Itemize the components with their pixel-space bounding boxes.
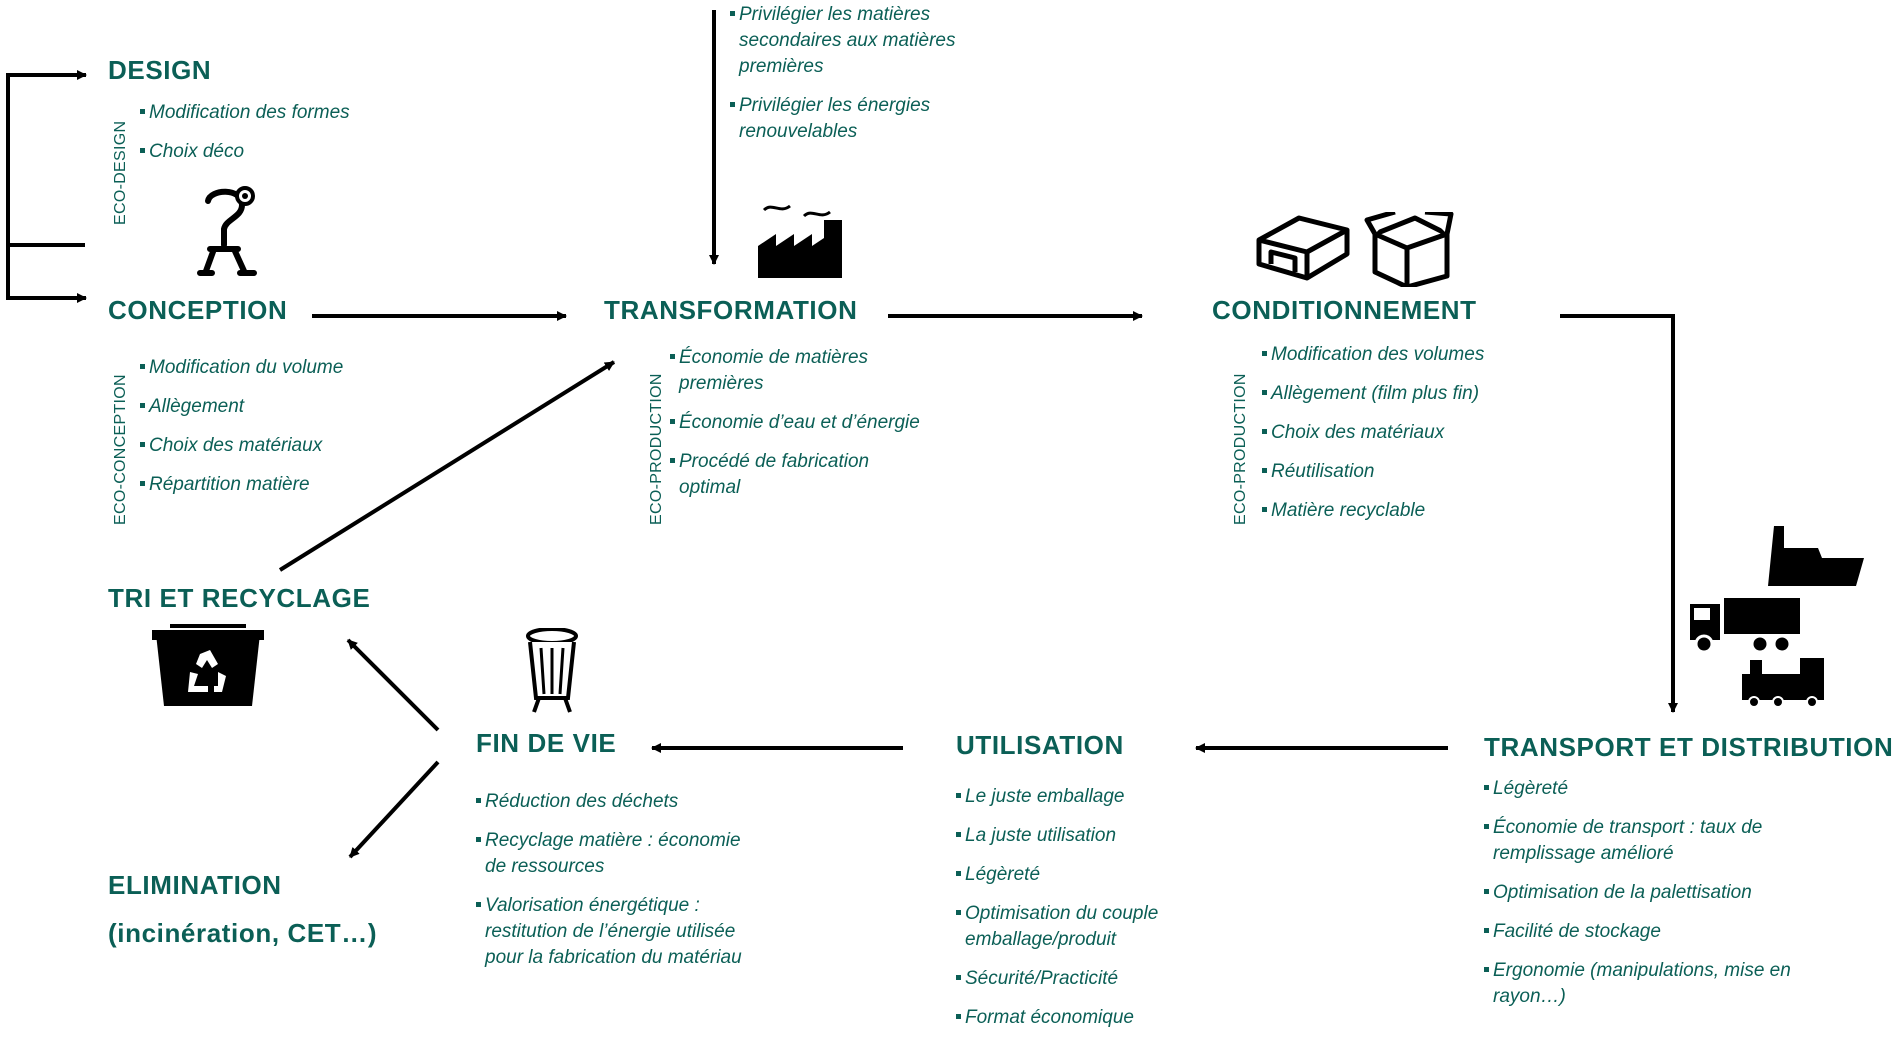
list-item: Légèreté [1484, 776, 1854, 802]
conditionnement-items: Modification des volumes Allègement (fil… [1262, 342, 1562, 537]
list-item: Procédé de fabrication optimal [670, 449, 920, 501]
stage-title-design: DESIGN [108, 55, 212, 85]
fin-de-vie-items: Réduction des déchets Recyclage matière … [476, 789, 766, 984]
lifecycle-diagram: DESIGN ECO-DESIGN Modification des forme… [0, 0, 1903, 1023]
list-item: Modification des volumes [1262, 342, 1562, 368]
list-item: Économie d’eau et d’énergie [670, 410, 920, 436]
recycling-bin-icon [152, 624, 264, 706]
arrow-loop-to-design [6, 70, 87, 247]
list-item: Ergonomie (manipulations, mise en rayon…… [1484, 958, 1854, 1010]
stage-title-conditionnement: CONDITIONNEMENT [1212, 295, 1477, 325]
boxes-icon [1256, 212, 1454, 287]
list-item: Sécurité/Practicité [956, 966, 1236, 992]
elimination-subtitle: (incinération, CET…) [108, 918, 378, 948]
list-item: Allègement [140, 394, 430, 420]
list-item: Format économique [956, 1005, 1236, 1031]
stage-title-fin-de-vie: FIN DE VIE [476, 728, 617, 758]
list-item: Légèreté [956, 862, 1236, 888]
list-item: Recyclage matière : économie de ressourc… [476, 828, 766, 880]
list-item: Privilégier les matières secondaires aux… [730, 2, 990, 80]
list-item: Modification des formes [140, 100, 420, 126]
stage-title-transport: TRANSPORT ET DISTRIBUTION [1484, 732, 1894, 762]
list-item: Allègement (film plus fin) [1262, 381, 1562, 407]
arrow-tri-to-transformation [278, 360, 616, 572]
list-item: La juste utilisation [956, 823, 1236, 849]
list-item: Modification du volume [140, 355, 430, 381]
design-items: Modification des formes Choix déco [140, 100, 420, 178]
list-item: Choix déco [140, 139, 420, 165]
list-item: Le juste emballage [956, 784, 1236, 810]
vlabel-eco-production-1: ECO-PRODUCTION [648, 373, 665, 525]
vlabel-eco-design: ECO-DESIGN [112, 120, 129, 225]
vlabel-eco-production-2: ECO-PRODUCTION [1232, 373, 1249, 525]
transformation-items: Économie de matières premières Économie … [670, 345, 920, 514]
stage-title-conception: CONCEPTION [108, 295, 288, 325]
flow-arrows [6, 10, 1678, 859]
transformation-inputs: Privilégier les matières secondaires aux… [730, 2, 990, 158]
list-item: Choix des matériaux [140, 433, 430, 459]
arrow-loop-to-conception [6, 245, 87, 303]
list-item: Privilégier les énergies renouvelables [730, 93, 990, 145]
utilisation-items: Le juste emballage La juste utilisation … [956, 784, 1236, 1044]
stage-title-transformation: TRANSFORMATION [604, 295, 858, 325]
stage-title-utilisation: UTILISATION [956, 730, 1124, 760]
vlabel-eco-conception: ECO-CONCEPTION [112, 374, 129, 525]
stage-title-tri: TRI ET RECYCLAGE [108, 583, 371, 613]
list-item: Réduction des déchets [476, 789, 766, 815]
trash-can-icon [526, 628, 578, 713]
list-item: Réutilisation [1262, 459, 1562, 485]
transport-items: Légèreté Économie de transport : taux de… [1484, 776, 1854, 1023]
list-item: Répartition matière [140, 472, 430, 498]
list-item: Choix des matériaux [1262, 420, 1562, 446]
list-item: Facilité de stockage [1484, 919, 1854, 945]
arrow-fin-de-vie-to-tri [346, 638, 440, 732]
list-item: Économie de transport : taux de rempliss… [1484, 815, 1854, 867]
list-item: Valorisation énergétique : restitution d… [476, 893, 766, 971]
conception-items: Modification du volume Allègement Choix … [140, 355, 430, 511]
list-item: Matière recyclable [1262, 498, 1562, 524]
factory-icon [758, 204, 842, 278]
arrow-conditionnement-to-transport [1560, 314, 1678, 713]
stage-title-elimination: ELIMINATION [108, 870, 282, 900]
thinking-figure-icon [197, 186, 257, 276]
transport-vehicles-icon [1690, 526, 1864, 707]
list-item: Économie de matières premières [670, 345, 920, 397]
list-item: Optimisation de la palettisation [1484, 880, 1854, 906]
arrow-fin-de-vie-to-elimination [348, 760, 440, 859]
list-item: Optimisation du couple emballage/produit [956, 901, 1236, 953]
